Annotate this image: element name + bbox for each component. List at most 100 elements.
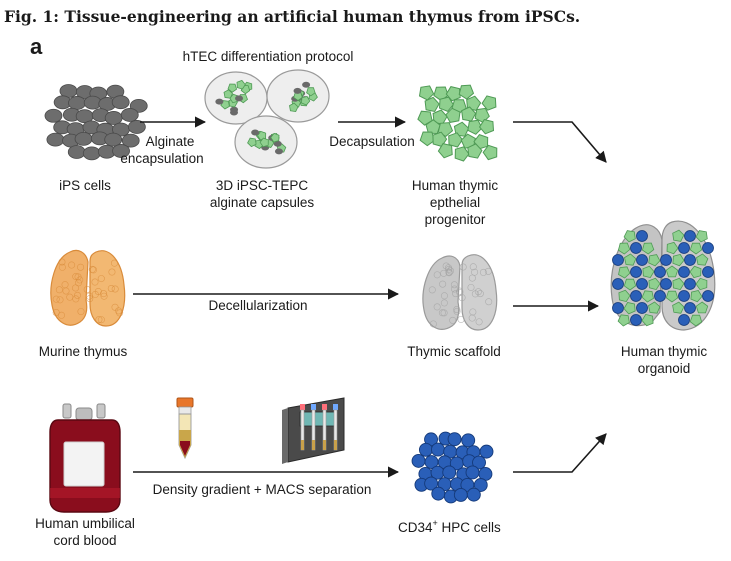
murine-lobule — [73, 291, 81, 299]
macs-column-cap — [322, 404, 327, 410]
epithelial-cell — [424, 96, 440, 113]
organoid-hpc-cell — [678, 314, 690, 326]
capsule-cell — [223, 89, 233, 99]
ips-cell — [68, 96, 86, 110]
murine-lobule — [75, 279, 83, 287]
scaffold-lobule — [429, 320, 437, 328]
human-thymic-organoid-image — [610, 220, 716, 331]
epithelial-cell — [445, 107, 461, 123]
hpc-cell — [479, 444, 494, 459]
scaffold-lobule — [459, 263, 467, 271]
arrow-label-density-gradient: Density gradient + MACS separation — [153, 482, 372, 497]
macs-separator-icon — [282, 397, 345, 464]
organoid-epithelial-cell — [648, 277, 661, 291]
organoid-epithelial-cell — [617, 314, 630, 327]
organoid-hpc-cell — [612, 302, 624, 314]
organoid-epithelial-cell — [617, 242, 631, 255]
capsule-cell — [257, 130, 267, 141]
organoid-epithelial-cell — [641, 313, 654, 327]
capsule-cell — [235, 95, 244, 102]
murine-lobule — [110, 259, 118, 267]
ips-cell — [120, 108, 139, 122]
organoid-epithelial-cell — [672, 253, 685, 267]
murine-lobule — [68, 261, 76, 269]
organoid-hpc-cell — [654, 266, 666, 278]
murine-lobule — [55, 286, 63, 294]
scaffold-lobule — [479, 268, 487, 276]
organoid-hpc-cell — [630, 266, 642, 278]
thymic-scaffold-label: Thymic scaffold — [407, 344, 501, 359]
murine-lobule — [56, 296, 64, 304]
epithelial-cell — [467, 143, 483, 159]
scaffold-lobule — [440, 309, 448, 317]
organoid-hpc-cell — [630, 242, 642, 254]
hpc-cell — [431, 442, 445, 457]
progenitor-label-line3: progenitor — [425, 212, 486, 227]
organoid-hpc-cell — [612, 278, 624, 290]
scaffold-lobule — [484, 267, 492, 275]
scaffold-lobule — [449, 316, 457, 324]
hpc-cell — [453, 487, 468, 502]
ips-cell — [121, 133, 140, 148]
cord-blood-bag-image — [49, 403, 121, 513]
capsule-cell — [227, 83, 238, 93]
epithelial-cell — [482, 144, 498, 161]
murine-lobule — [58, 263, 66, 271]
macs-column-fill — [323, 440, 326, 450]
arrow-hpc-to-organoid — [513, 433, 607, 473]
scaffold-lobule — [438, 309, 446, 317]
murine-lobule — [91, 278, 99, 286]
progenitor-label-line1: Human thymic — [412, 178, 499, 193]
epithelial-cell — [419, 131, 436, 147]
scaffold-lobule — [467, 283, 475, 291]
organoid-epithelial-cell — [696, 253, 709, 266]
arrow-label-decellularization: Decellularization — [208, 298, 307, 313]
organoid-epithelial-cell — [641, 290, 654, 303]
murine-lobule — [85, 292, 93, 300]
organoid-epithelial-cell — [641, 242, 655, 255]
capsule-cell — [215, 98, 224, 105]
ips-cell — [104, 132, 123, 147]
thymic-scaffold-image — [422, 254, 498, 331]
murine-lobule — [100, 290, 108, 298]
hpc-cell — [442, 465, 457, 480]
murine-lobule — [72, 295, 80, 303]
organoid-epithelial-cell — [665, 290, 679, 303]
capsules-label-line2: alginate capsules — [210, 195, 315, 210]
organoid-hpc-cell — [678, 290, 690, 302]
organoid-label-line2: organoid — [638, 361, 691, 376]
ips-cell — [67, 145, 86, 159]
centrifuge-tube-icon — [176, 397, 194, 460]
hpc-cell — [473, 478, 488, 492]
ips-cells-label: iPS cells — [59, 178, 111, 193]
murine-lobule — [100, 292, 108, 300]
murine-lobule — [111, 285, 119, 293]
organoid-hpc-cell — [636, 254, 648, 266]
organoid-hpc-cell — [684, 278, 696, 290]
murine-lobule — [58, 258, 66, 266]
ips-cell — [104, 111, 123, 125]
scaffold-lobule — [476, 290, 484, 298]
scaffold-lobule — [440, 269, 448, 277]
organoid-hpc-cell — [702, 266, 714, 278]
arrow-label-alginate: Alginate — [146, 134, 195, 149]
murine-lobule — [83, 286, 91, 294]
capsule-cell — [230, 109, 239, 116]
scaffold-lobule — [453, 305, 461, 313]
murine-lobule — [86, 295, 94, 303]
murine-lobule — [95, 316, 103, 324]
protocol-title: hTEC differentiation protocol — [183, 49, 354, 64]
hpc-cell — [431, 486, 446, 501]
organoid-epithelial-cell — [618, 266, 631, 279]
macs-column-cap — [300, 404, 305, 410]
cd34-hpc-cells-cluster — [411, 431, 494, 504]
scaffold-lobule — [444, 264, 452, 272]
progenitor-label-line2: epthelial — [430, 195, 480, 210]
organoid-epithelial-cell — [666, 241, 679, 255]
scaffold-lobule — [468, 274, 476, 282]
capsule-cell — [236, 79, 246, 90]
scaffold-lobule — [475, 318, 483, 326]
epithelial-cell — [458, 84, 475, 100]
hpc-cell — [472, 455, 486, 470]
